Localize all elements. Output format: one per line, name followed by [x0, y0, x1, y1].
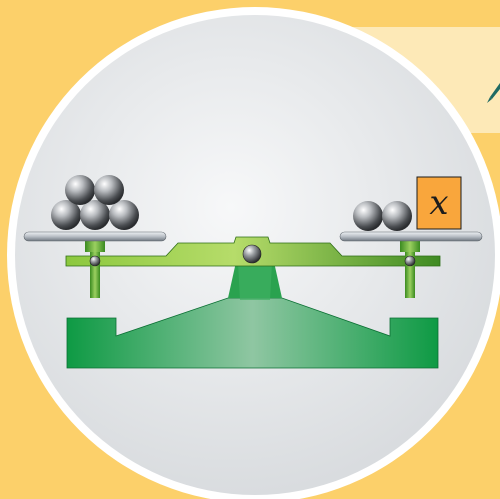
unknown-x-box	[417, 177, 461, 229]
right-pivot	[405, 256, 415, 266]
center-pivot	[243, 245, 261, 263]
weight-ball	[65, 175, 95, 205]
right-pan	[340, 232, 482, 241]
weight-ball	[94, 175, 124, 205]
left-pan	[24, 232, 166, 241]
weight-ball	[109, 200, 139, 230]
left-pivot	[90, 256, 100, 266]
weight-ball	[353, 201, 383, 231]
weight-ball	[382, 201, 412, 231]
